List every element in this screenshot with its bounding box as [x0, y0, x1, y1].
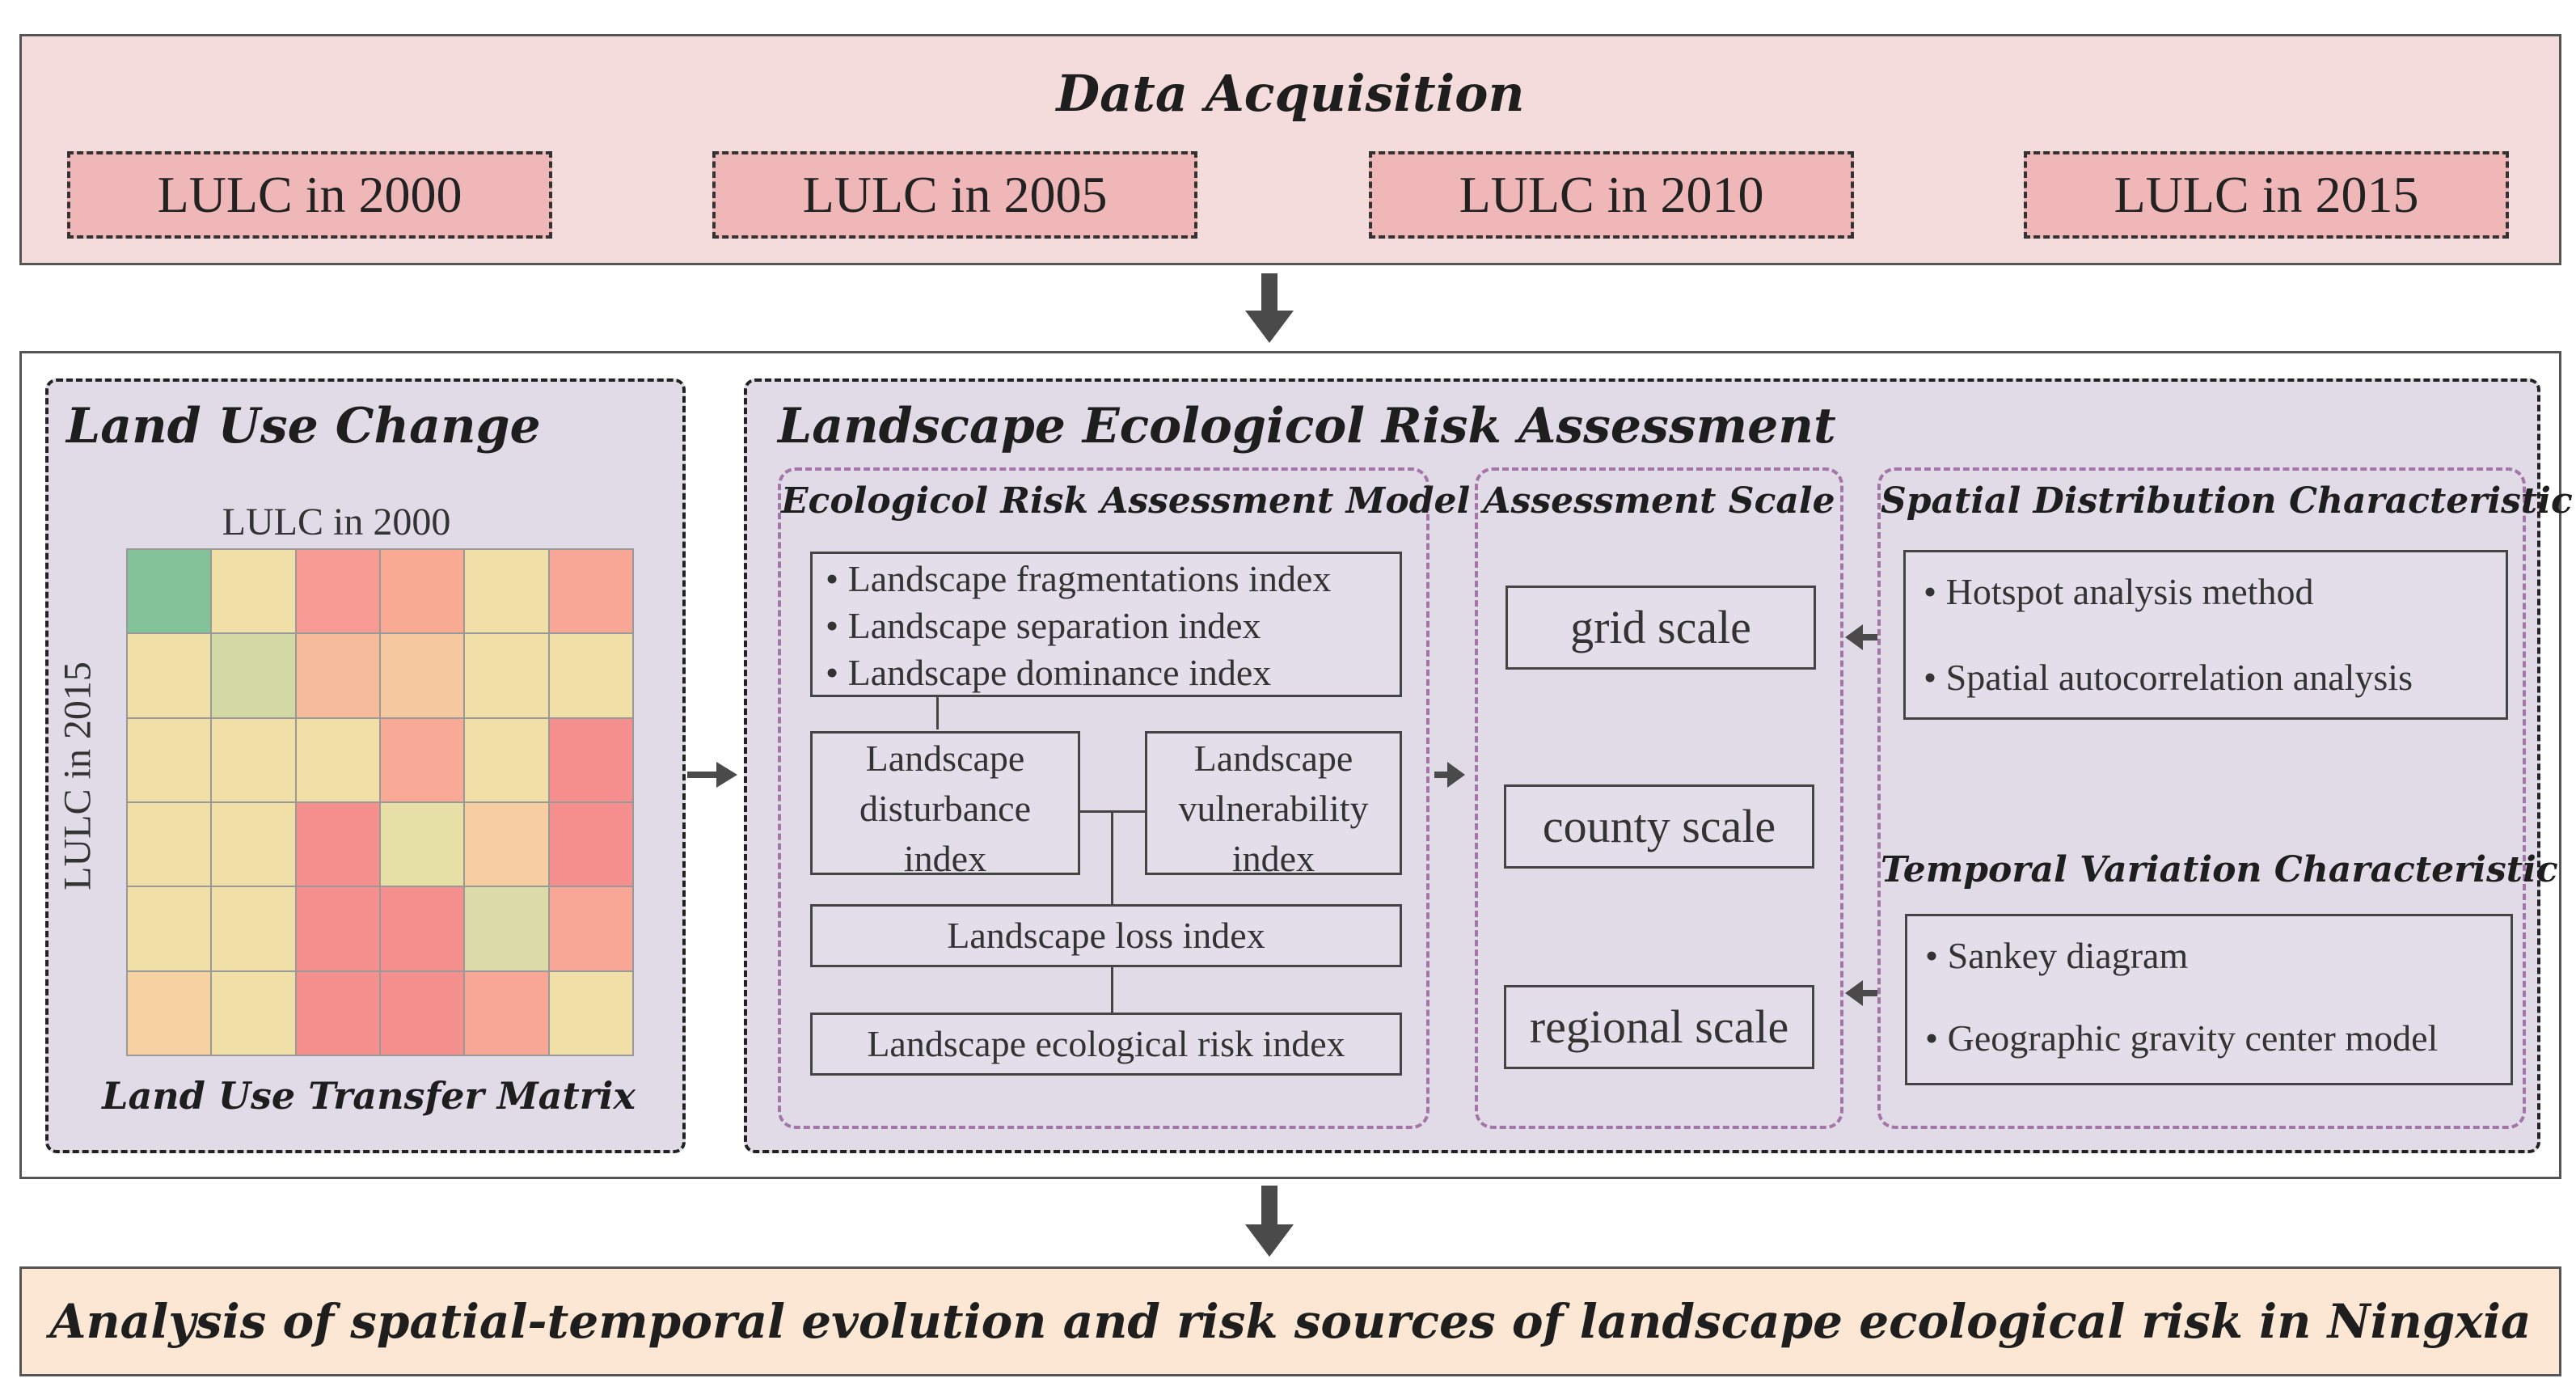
matrix-cell — [381, 550, 464, 633]
hotspot-analysis: • Hotspot analysis method — [1924, 571, 2314, 612]
matrix-cell — [212, 887, 295, 970]
data-acquisition-panel: Data Acquisition LULC in 2000 LULC in 20… — [19, 34, 2561, 265]
transfer-matrix — [126, 548, 634, 1056]
arrow-down-icon — [1245, 273, 1294, 346]
temporal-methods-box: • Sankey diagram • Geographic gravity ce… — [1905, 914, 2513, 1085]
matrix-cell — [381, 887, 464, 970]
matrix-cell — [465, 550, 548, 633]
connector-line — [936, 697, 939, 729]
fragmentation-index: • Landscape fragmentations index — [826, 558, 1332, 599]
county-scale-box: county scale — [1504, 784, 1814, 869]
arrow-down-icon — [1245, 1186, 1294, 1260]
land-use-change-title: Land Use Change — [66, 398, 541, 455]
risk-index-box: Landscape ecological risk index — [810, 1013, 1402, 1076]
regional-scale-box: regional scale — [1504, 985, 1814, 1069]
matrix-cell — [212, 550, 295, 633]
matrix-cell — [381, 971, 464, 1055]
matrix-cell — [128, 718, 211, 801]
arrow-left-icon — [1845, 624, 1886, 650]
risk-assessment-panel: Landscape Ecologicol Risk Assessment Eco… — [744, 378, 2573, 1153]
arrow-right-icon — [1434, 762, 1467, 788]
lulc-2000-box: LULC in 2000 — [67, 151, 552, 239]
matrix-caption: Land Use Transfer Matrix — [102, 1074, 636, 1118]
arrow-right-icon — [687, 759, 744, 791]
matrix-cell — [212, 718, 295, 801]
matrix-side-label: LULC in 2015 — [56, 662, 99, 890]
disturbance-line-3: index — [903, 838, 987, 879]
matrix-top-label: LULC in 2000 — [222, 501, 451, 543]
risk-model-title: Ecologicol Risk Assessment Model — [781, 480, 1471, 522]
risk-assessment-title: Landscape Ecologicol Risk Assessment — [778, 398, 1836, 455]
matrix-cell — [465, 803, 548, 886]
connector-line — [1111, 967, 1113, 1013]
indices-box: • Landscape fragmentations index • Lands… — [810, 552, 1402, 697]
matrix-cell — [296, 634, 379, 717]
matrix-cell — [465, 634, 548, 717]
matrix-cell — [128, 634, 211, 717]
characteristics-panel: Spatial Distribution Characteristic • Ho… — [1877, 467, 2573, 1129]
matrix-cell — [549, 550, 632, 633]
disturbance-line-1: Landscape — [865, 738, 1025, 779]
vulnerability-line-3: index — [1231, 838, 1315, 879]
vulnerability-line-1: Landscape — [1193, 738, 1353, 779]
matrix-cell — [128, 550, 211, 633]
matrix-cell — [212, 971, 295, 1055]
disturbance-line-2: disturbance — [859, 788, 1032, 829]
separation-index: • Landscape separation index — [826, 605, 1261, 646]
matrix-cell — [296, 718, 379, 801]
loss-index-box: Landscape loss index — [810, 904, 1402, 967]
matrix-cell — [549, 887, 632, 970]
lulc-2005-box: LULC in 2005 — [712, 151, 1197, 239]
land-use-change-panel: Land Use Change LULC in 2000 LULC in 201… — [45, 378, 686, 1153]
spatial-autocorrelation: • Spatial autocorrelation analysis — [1924, 657, 2413, 698]
matrix-cell — [212, 634, 295, 717]
matrix-cell — [549, 634, 632, 717]
matrix-cell — [296, 803, 379, 886]
assessment-scale-title: Assessment Scale — [1483, 480, 1835, 522]
matrix-cell — [381, 803, 464, 886]
risk-model-panel: Ecologicol Risk Assessment Model • Lands… — [778, 467, 1471, 1129]
matrix-cell — [465, 718, 548, 801]
disturbance-index-box: Landscape disturbance index — [810, 731, 1080, 879]
matrix-cell — [381, 634, 464, 717]
spatial-distribution-title: Spatial Distribution Characteristic — [1881, 480, 2573, 522]
analysis-banner: Analysis of spatial-temporal evolution a… — [19, 1266, 2561, 1376]
lulc-2015-box: LULC in 2015 — [2024, 151, 2509, 239]
matrix-cell — [128, 887, 211, 970]
matrix-cell — [381, 718, 464, 801]
matrix-cell — [465, 887, 548, 970]
gravity-center-model: • Geographic gravity center model — [1925, 1017, 2439, 1059]
sankey-diagram: • Sankey diagram — [1925, 935, 2189, 976]
matrix-cell — [465, 971, 548, 1055]
grid-scale-box: grid scale — [1505, 586, 1816, 670]
matrix-cell — [549, 803, 632, 886]
matrix-cell — [296, 887, 379, 970]
connector-line — [1111, 810, 1113, 904]
matrix-cell — [296, 971, 379, 1055]
vulnerability-index-box: Landscape vulnerability index — [1145, 731, 1402, 879]
matrix-cell — [549, 971, 632, 1055]
assessment-scale-panel: Assessment Scale grid scale county scale… — [1475, 467, 1843, 1129]
matrix-cell — [296, 550, 379, 633]
vulnerability-line-2: vulnerability — [1178, 788, 1369, 829]
temporal-variation-title: Temporal Variation Characteristic — [1881, 849, 2558, 890]
matrix-cell — [128, 971, 211, 1055]
matrix-cell — [128, 803, 211, 886]
matrix-cell — [549, 718, 632, 801]
arrow-left-icon — [1845, 980, 1886, 1006]
matrix-cell — [212, 803, 295, 886]
spatial-methods-box: • Hotspot analysis method • Spatial auto… — [1903, 550, 2508, 720]
dominance-index: • Landscape dominance index — [826, 652, 1272, 693]
lulc-2010-box: LULC in 2010 — [1369, 151, 1854, 239]
data-acquisition-title: Data Acquisition — [1056, 64, 1525, 123]
